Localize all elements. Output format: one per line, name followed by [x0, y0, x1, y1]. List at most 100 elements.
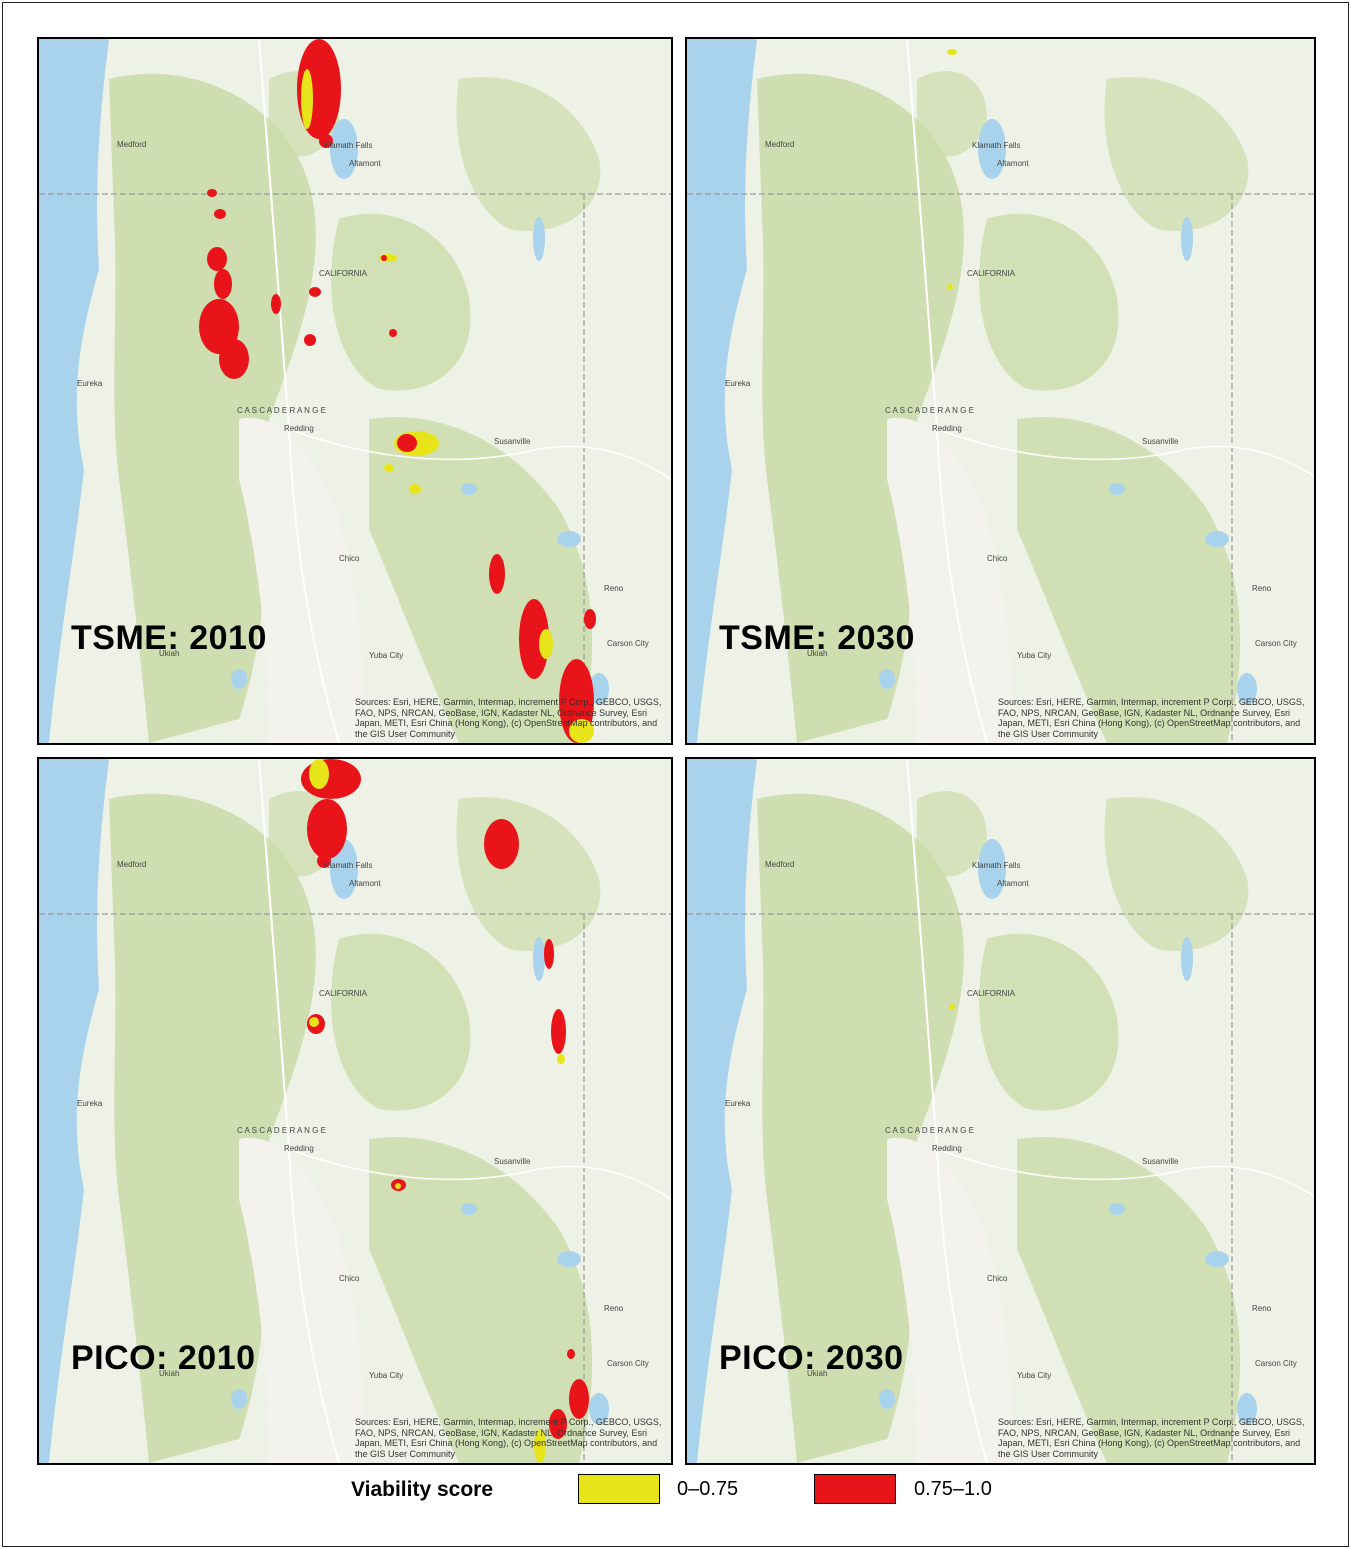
viability-low-patch — [949, 1004, 955, 1010]
place-label-susanville: Susanville — [494, 1157, 531, 1166]
basemap — [687, 759, 1314, 1463]
place-label-yuba-city: Yuba City — [1017, 1371, 1052, 1380]
place-label-cascade-range: C A S C A D E R A N G E — [237, 1126, 326, 1135]
place-label-medford: Medford — [765, 860, 795, 869]
place-label-yuba-city: Yuba City — [1017, 651, 1052, 660]
place-label-ukiah: Ukiah — [807, 1369, 828, 1378]
viability-low-patch — [534, 1429, 546, 1463]
place-label-chico: Chico — [339, 554, 360, 563]
place-label-cascade-range: C A S C A D E R A N G E — [885, 406, 974, 415]
place-label-reno: Reno — [604, 1304, 624, 1313]
viability-high-patch — [309, 287, 321, 297]
place-label-susanville: Susanville — [494, 437, 531, 446]
viability-low-patch — [569, 719, 594, 743]
place-label-redding: Redding — [284, 424, 314, 433]
map-attribution: Sources: Esri, HERE, Garmin, Intermap, i… — [998, 1417, 1305, 1459]
panel-label: PICO: 2010 — [71, 1339, 256, 1377]
viability-high-patch — [397, 434, 417, 452]
place-label-california: CALIFORNIA — [967, 269, 1016, 278]
viability-high-patch — [207, 247, 227, 271]
map-attribution: Sources: Esri, HERE, Garmin, Intermap, i… — [998, 697, 1305, 739]
viability-overlay — [947, 49, 957, 290]
place-label-carson-city: Carson City — [1255, 1359, 1297, 1368]
place-label-altamont: Altamont — [997, 159, 1029, 168]
place-label-medford: Medford — [117, 140, 147, 149]
viability-high-patch — [569, 1379, 589, 1419]
viability-overlay — [301, 759, 589, 1463]
place-label-reno: Reno — [604, 584, 624, 593]
place-label-chico: Chico — [339, 1274, 360, 1283]
legend-label-high: 0.75–1.0 — [914, 1478, 992, 1500]
map-attribution: Sources: Esri, HERE, Garmin, Intermap, i… — [355, 1417, 662, 1459]
place-label-altamont: Altamont — [349, 159, 381, 168]
legend-label-low: 0–0.75 — [677, 1478, 739, 1500]
viability-high-patch — [207, 189, 217, 197]
place-label-medford: Medford — [117, 860, 147, 869]
place-label-yuba-city: Yuba City — [369, 651, 404, 660]
panel-label: TSME: 2030 — [719, 619, 915, 657]
place-label-susanville: Susanville — [1142, 437, 1179, 446]
place-label-medford: Medford — [765, 140, 795, 149]
viability-high-patch — [214, 269, 232, 299]
viability-low-patch — [409, 484, 421, 494]
viability-low-patch — [395, 1183, 401, 1189]
viability-high-patch — [497, 859, 507, 869]
viability-high-patch — [519, 599, 549, 679]
viability-high-patch — [317, 854, 331, 868]
place-label-cascade-range: C A S C A D E R A N G E — [237, 406, 326, 415]
viability-high-patch — [584, 609, 596, 629]
place-label-carson-city: Carson City — [607, 639, 649, 648]
place-label-ukiah: Ukiah — [159, 649, 180, 658]
basemap — [39, 759, 671, 1463]
place-label-klamath-falls: Klamath Falls — [324, 861, 373, 870]
place-label-california: CALIFORNIA — [319, 989, 368, 998]
place-label-ukiah: Ukiah — [807, 649, 828, 658]
place-label-cascade-range: C A S C A D E R A N G E — [885, 1126, 974, 1135]
place-label-yuba-city: Yuba City — [369, 1371, 404, 1380]
viability-high-patch — [319, 134, 333, 148]
place-label-california: CALIFORNIA — [319, 269, 368, 278]
viability-low-patch — [557, 1054, 565, 1064]
place-label-eureka: Eureka — [725, 1099, 751, 1108]
place-label-chico: Chico — [987, 554, 1008, 563]
place-label-altamont: Altamont — [349, 879, 381, 888]
viability-high-patch — [484, 819, 519, 869]
place-label-carson-city: Carson City — [607, 1359, 649, 1368]
place-label-reno: Reno — [1252, 1304, 1272, 1313]
place-label-reno: Reno — [1252, 584, 1272, 593]
place-label-eureka: Eureka — [77, 379, 103, 388]
place-label-carson-city: Carson City — [1255, 639, 1297, 648]
place-label-klamath-falls: Klamath Falls — [972, 141, 1021, 150]
legend-title: Viability score — [351, 1478, 494, 1501]
viability-high-patch — [551, 1009, 566, 1054]
place-label-altamont: Altamont — [997, 879, 1029, 888]
place-label-klamath-falls: Klamath Falls — [324, 141, 373, 150]
place-label-redding: Redding — [932, 424, 962, 433]
viability-low-patch — [301, 69, 313, 129]
place-label-redding: Redding — [932, 1144, 962, 1153]
place-label-california: CALIFORNIA — [967, 989, 1016, 998]
place-label-chico: Chico — [987, 1274, 1008, 1283]
place-label-susanville: Susanville — [1142, 1157, 1179, 1166]
place-label-ukiah: Ukiah — [159, 1369, 180, 1378]
basemap — [687, 39, 1314, 743]
place-label-redding: Redding — [284, 1144, 314, 1153]
viability-high-patch — [381, 255, 387, 261]
viability-low-patch — [539, 629, 553, 659]
viability-overlay — [949, 1004, 955, 1010]
panel-label: TSME: 2010 — [71, 619, 267, 657]
viability-low-patch — [309, 1017, 319, 1027]
viability-high-patch — [389, 329, 397, 337]
viability-high-patch — [214, 209, 226, 219]
viability-high-patch — [219, 339, 249, 379]
place-label-eureka: Eureka — [725, 379, 751, 388]
viability-overlay — [199, 39, 596, 743]
viability-high-patch — [304, 334, 316, 346]
place-label-klamath-falls: Klamath Falls — [972, 861, 1021, 870]
viability-low-patch — [309, 759, 329, 789]
